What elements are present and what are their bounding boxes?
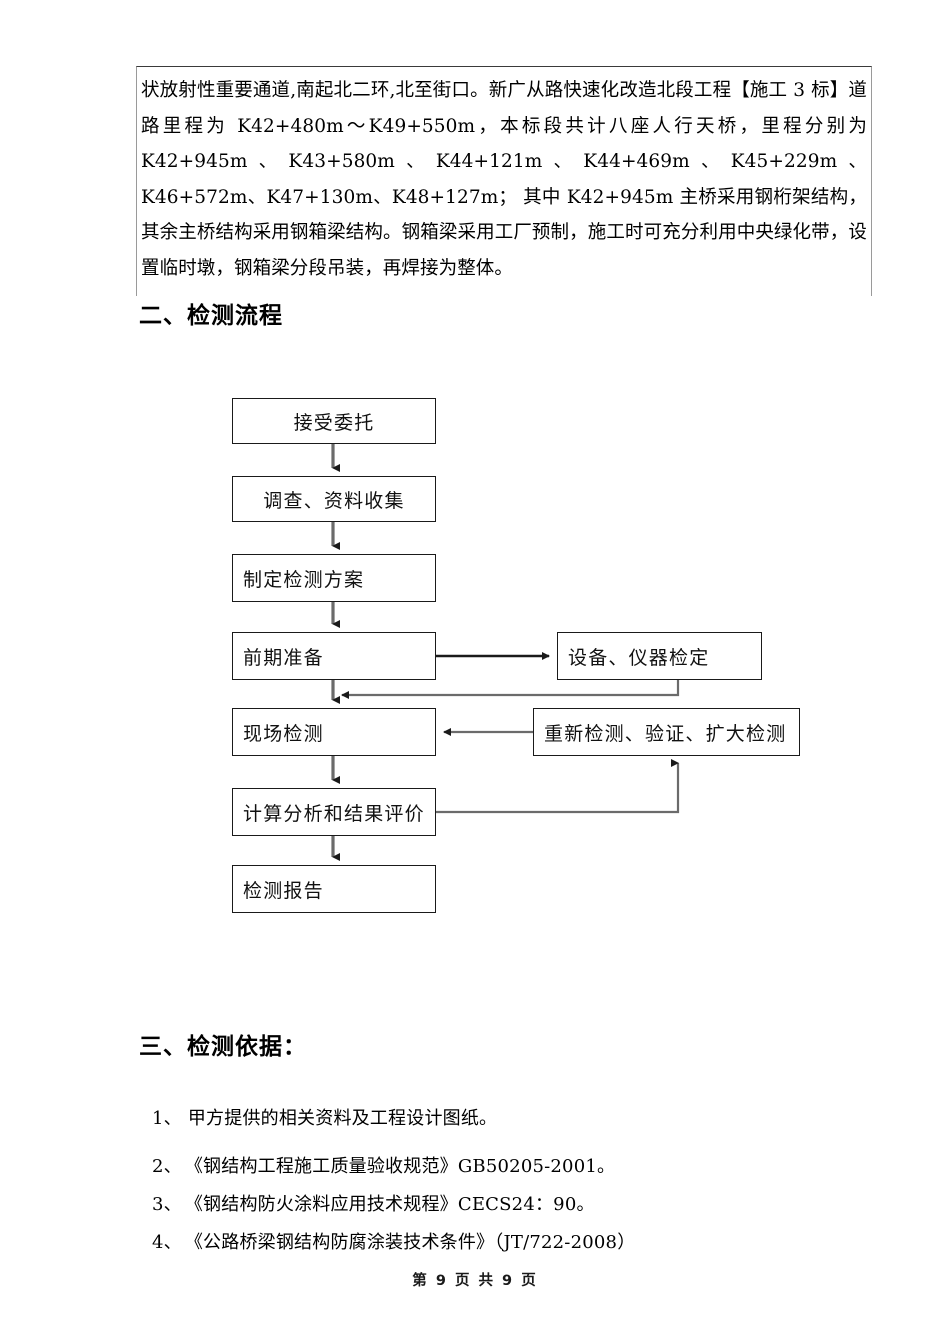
flowchart-box-label: 设备、仪器检定	[568, 646, 710, 669]
arrow-analysis-to-retest	[436, 759, 680, 814]
reference-item-marker: 1、	[152, 1108, 182, 1129]
flowchart-box-label: 接受委托	[293, 411, 375, 434]
flowchart-box-retest-verify: 重新检测、验证、扩大检测	[533, 708, 800, 756]
flowchart-box-label: 检测报告	[243, 879, 324, 902]
paragraph-text: 状放射性重要通道,南起北二环,北至街口。新广从路快速化改造北段工程【施工 3 标…	[141, 80, 867, 279]
flowchart-box-preparation: 前期准备	[232, 632, 436, 680]
arrow-equipment-to-field	[341, 680, 680, 699]
reference-item-text: 《钢结构工程施工质量验收规范》GB50205-2001。	[193, 1156, 616, 1177]
flowchart-box-label: 制定检测方案	[243, 568, 365, 591]
reference-item-marker: 2、	[152, 1156, 182, 1177]
reference-item-marker: 3、	[152, 1194, 182, 1215]
flowchart-box-survey-data: 调查、资料收集	[232, 476, 436, 522]
reference-item: 2、《钢结构工程施工质量验收规范》GB50205-2001。	[152, 1152, 615, 1178]
flowchart-box-test-report: 检测报告	[232, 865, 436, 913]
flowchart-box-analysis-evaluation: 计算分析和结果评价	[232, 788, 436, 836]
reference-item: 1、甲方提供的相关资料及工程设计图纸。	[152, 1104, 497, 1130]
flowchart-box-field-test: 现场检测	[232, 708, 436, 756]
flowchart-box-label: 前期准备	[243, 646, 324, 669]
section-heading-inspection-process: 二、检测流程	[139, 303, 283, 329]
reference-item: 3、《钢结构防火涂料应用技术规程》CECS24：90。	[152, 1190, 595, 1216]
flowchart-box-accept-commission: 接受委托	[232, 398, 436, 444]
flowchart-box-test-plan: 制定检测方案	[232, 554, 436, 602]
flowchart-box-label: 现场检测	[243, 722, 324, 745]
section-heading-inspection-basis: 三、检测依据：	[139, 1034, 307, 1060]
flowchart-box-equipment-calibrate: 设备、仪器检定	[557, 632, 762, 680]
quoted-paragraph-block: 状放射性重要通道,南起北二环,北至街口。新广从路快速化改造北段工程【施工 3 标…	[136, 66, 872, 296]
reference-item-text: 《钢结构防火涂料应用技术规程》CECS24：90。	[193, 1194, 595, 1215]
page-footer: 第 9 页 共 9 页	[412, 1273, 538, 1289]
reference-item-text: 《公路桥梁钢结构防腐涂装技术条件》（JT/722-2008）	[193, 1232, 636, 1253]
reference-item-text: 甲方提供的相关资料及工程设计图纸。	[187, 1108, 498, 1129]
reference-item-marker: 4、	[152, 1232, 182, 1253]
flowchart-box-label: 调查、资料收集	[263, 489, 405, 512]
flowchart-box-label: 计算分析和结果评价	[243, 802, 425, 825]
reference-item: 4、《公路桥梁钢结构防腐涂装技术条件》（JT/722-2008）	[152, 1228, 635, 1254]
flowchart-box-label: 重新检测、验证、扩大检测	[544, 722, 787, 745]
